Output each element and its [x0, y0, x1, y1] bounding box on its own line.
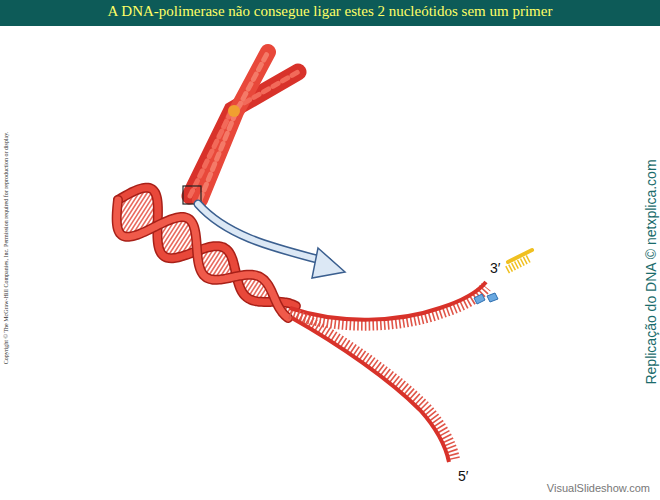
- double-helix: [117, 188, 296, 318]
- zoom-arrow: [198, 204, 345, 278]
- strand-end-label: 5′: [458, 468, 468, 484]
- primer: [507, 250, 532, 270]
- source-watermark: Replicação do DNA © netxplica.com: [643, 159, 659, 384]
- site-watermark: VisualSlideshow.com: [547, 482, 650, 494]
- strand-end-label: 3′: [490, 260, 500, 276]
- slide-title: A DNA-polimerase não consegue ligar este…: [0, 3, 660, 20]
- copyright-note: Copyright © The McGraw-Hill Companies, I…: [3, 132, 9, 365]
- chromosome: [190, 52, 298, 200]
- nucleotides: [474, 293, 498, 304]
- template-strands: [290, 282, 486, 462]
